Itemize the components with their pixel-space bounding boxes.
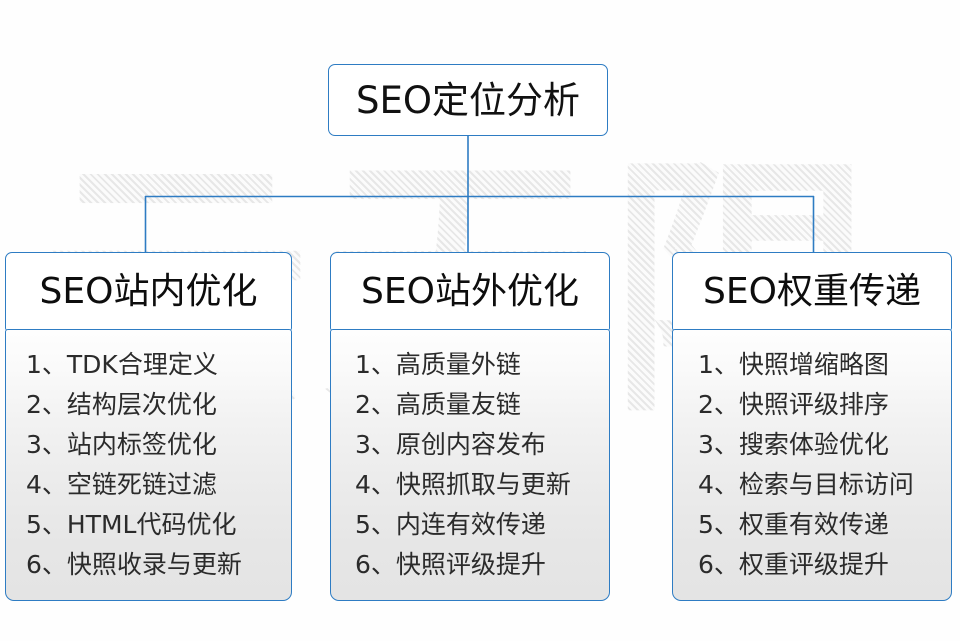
column-body-3: 1、快照增缩略图 2、快照评级排序 3、搜索体验优化 4、检索与目标访问 5、权… — [672, 329, 952, 602]
column-body-2: 1、高质量外链 2、高质量友链 3、原创内容发布 4、快照抓取与更新 5、内连有… — [330, 329, 610, 602]
list-item: 5、内连有效传递 — [355, 509, 546, 539]
list-item: 3、搜索体验优化 — [698, 429, 889, 459]
list-item: 5、HTML代码优化 — [26, 509, 237, 539]
column-header-3-title: SEO权重传递 — [703, 270, 921, 312]
column-body-1: 1、TDK合理定义 2、结构层次优化 3、站内标签优化 4、空链死链过滤 5、H… — [5, 329, 292, 602]
root-node-title: SEO定位分析 — [356, 78, 580, 122]
list-item: 2、结构层次优化 — [26, 389, 217, 419]
list-item: 2、快照评级排序 — [698, 389, 889, 419]
column-seo-offsite: SEO站外优化 1、高质量外链 2、高质量友链 3、原创内容发布 4、快照抓取与… — [330, 252, 610, 602]
column-seo-weight-transfer: SEO权重传递 1、快照增缩略图 2、快照评级排序 3、搜索体验优化 4、检索与… — [672, 252, 952, 602]
column-header-2-title: SEO站外优化 — [361, 270, 579, 312]
list-item: 2、高质量友链 — [355, 389, 521, 419]
item-list-3: 1、快照增缩略图 2、快照评级排序 3、搜索体验优化 4、检索与目标访问 5、权… — [673, 344, 951, 584]
column-header-2[interactable]: SEO站外优化 — [330, 252, 610, 331]
root-node[interactable]: SEO定位分析 — [328, 64, 608, 136]
list-item: 4、快照抓取与更新 — [355, 469, 571, 499]
column-header-1-title: SEO站内优化 — [39, 270, 258, 312]
list-item: 6、快照收录与更新 — [26, 549, 242, 579]
item-list-1: 1、TDK合理定义 2、结构层次优化 3、站内标签优化 4、空链死链过滤 5、H… — [6, 344, 291, 584]
list-item: 6、快照评级提升 — [355, 549, 546, 579]
item-list-2: 1、高质量外链 2、高质量友链 3、原创内容发布 4、快照抓取与更新 5、内连有… — [331, 344, 609, 584]
list-item: 5、权重有效传递 — [698, 509, 889, 539]
list-item: 3、原创内容发布 — [355, 429, 546, 459]
list-item: 4、空链死链过滤 — [26, 469, 217, 499]
list-item: 3、站内标签优化 — [26, 429, 217, 459]
list-item: 4、检索与目标访问 — [698, 469, 914, 499]
column-header-1[interactable]: SEO站内优化 — [5, 252, 292, 331]
list-item: 1、快照增缩略图 — [698, 349, 889, 379]
list-item: 6、权重评级提升 — [698, 549, 889, 579]
column-header-3[interactable]: SEO权重传递 — [672, 252, 952, 331]
list-item: 1、TDK合理定义 — [26, 349, 218, 379]
column-seo-onsite: SEO站内优化 1、TDK合理定义 2、结构层次优化 3、站内标签优化 4、空链… — [5, 252, 292, 602]
list-item: 1、高质量外链 — [355, 349, 521, 379]
